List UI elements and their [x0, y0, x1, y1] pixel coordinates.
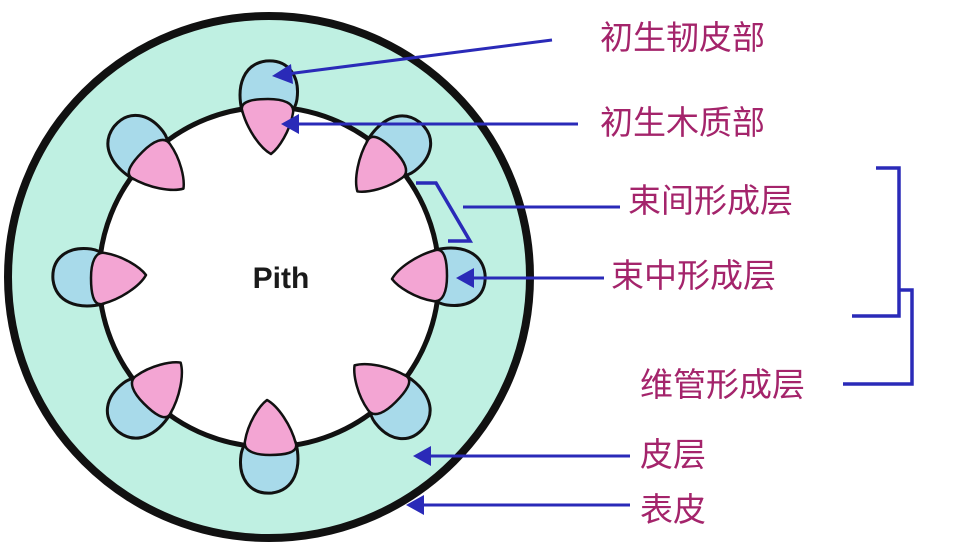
- primary-xylem: [89, 251, 148, 306]
- primary-phloem-pointer: [272, 38, 553, 84]
- interfascicular-cambium-pointer: [416, 181, 620, 243]
- epidermis-label: 表皮: [640, 490, 706, 529]
- pointer-arrows: [272, 38, 630, 515]
- interfascicular-cambium-label: 束间形成层: [628, 181, 793, 220]
- primary-xylem: [130, 361, 184, 419]
- vascular-cambium-bracket: [843, 166, 914, 386]
- vascular-bundles: [51, 59, 487, 495]
- primary-xylem-pointer: [281, 114, 578, 134]
- pith-label: Pith: [253, 262, 310, 295]
- vascular-bundle: [353, 362, 432, 441]
- vascular-bundle: [239, 398, 300, 495]
- vascular-bundle: [51, 247, 148, 308]
- primary-xylem: [240, 97, 295, 156]
- vascular-bundle: [354, 114, 433, 193]
- primary-xylem: [243, 398, 298, 457]
- primary-xylem: [353, 362, 411, 416]
- fascicular-cambium-pointer: [456, 268, 604, 288]
- primary-xylem-label: 初生木质部: [600, 103, 765, 142]
- primary-xylem: [354, 135, 408, 193]
- epidermis-pointer: [406, 495, 630, 515]
- vascular-bundle: [106, 113, 185, 192]
- primary-phloem-label: 初生韧皮部: [600, 18, 765, 57]
- primary-xylem: [127, 138, 185, 192]
- cortex-label: 皮层: [640, 435, 706, 474]
- primary-xylem: [390, 248, 449, 303]
- vascular-bundle: [105, 361, 184, 440]
- fascicular-cambium-label: 束中形成层: [611, 256, 776, 295]
- vascular-cambium-label: 维管形成层: [640, 365, 805, 404]
- cortex-pointer: [413, 446, 630, 466]
- vascular-bundle: [390, 246, 487, 307]
